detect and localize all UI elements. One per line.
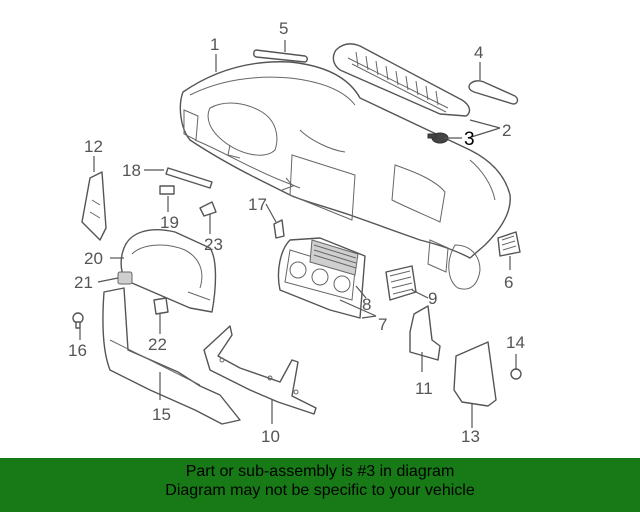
clip-17 [273,219,285,239]
callout-12: 12 [84,137,103,156]
side-bracket-12 [81,171,107,241]
cluster-bezel-20 [120,229,217,313]
callout-5: 5 [279,19,288,38]
callout-11: 11 [415,379,433,398]
instrument-panel [179,61,511,290]
callout-4: 4 [474,43,483,62]
callout-18: 18 [122,161,141,180]
banner-line-2: Diagram may not be specific to your vehi… [165,482,475,499]
vent-9 [385,265,417,301]
defroster-grille [332,43,471,117]
center-vent-assembly [277,237,366,319]
callout-8: 8 [362,295,371,314]
callout-17: 17 [248,195,267,214]
info-banner: Part or sub-assembly is #3 in diagram Di… [0,458,640,512]
callout-13: 13 [461,427,480,446]
callout-1: 1 [210,35,219,54]
callout-2: 2 [502,121,511,140]
callout-10: 10 [261,427,280,446]
callout-labels: 1 2 3 4 5 6 7 8 9 10 11 12 13 14 15 16 1… [68,19,525,446]
brace-10 [203,325,317,415]
parts-diagram: 1 2 3 4 5 6 7 8 9 10 11 12 13 14 15 16 1… [68,19,525,446]
support-bar-18 [165,167,213,189]
callout-7: 7 [378,315,387,334]
knob-21 [117,271,133,285]
callout-16: 16 [68,341,87,360]
clip-23 [199,201,217,217]
callout-14: 14 [506,333,525,352]
leader-lines [79,40,517,428]
side-vent-6 [497,231,521,257]
callout-23: 23 [204,235,223,254]
callout-9: 9 [428,289,437,308]
callout-21: 21 [74,273,93,292]
banner-line-1: Part or sub-assembly is #3 in diagram [185,463,455,480]
bolt-16 [72,312,84,329]
trim-strip-4 [468,80,519,105]
bracket-11 [409,305,441,361]
callout-22: 22 [148,335,167,354]
trim-strip-5 [253,49,308,63]
cap-22 [153,297,169,315]
callout-3: 3 [464,129,475,150]
callout-15: 15 [152,405,171,424]
side-cover-13 [453,341,497,407]
callout-6: 6 [504,273,513,292]
clip-19 [159,185,175,195]
callout-19: 19 [160,213,179,232]
bolt-14 [510,368,522,380]
callout-20: 20 [84,249,103,268]
